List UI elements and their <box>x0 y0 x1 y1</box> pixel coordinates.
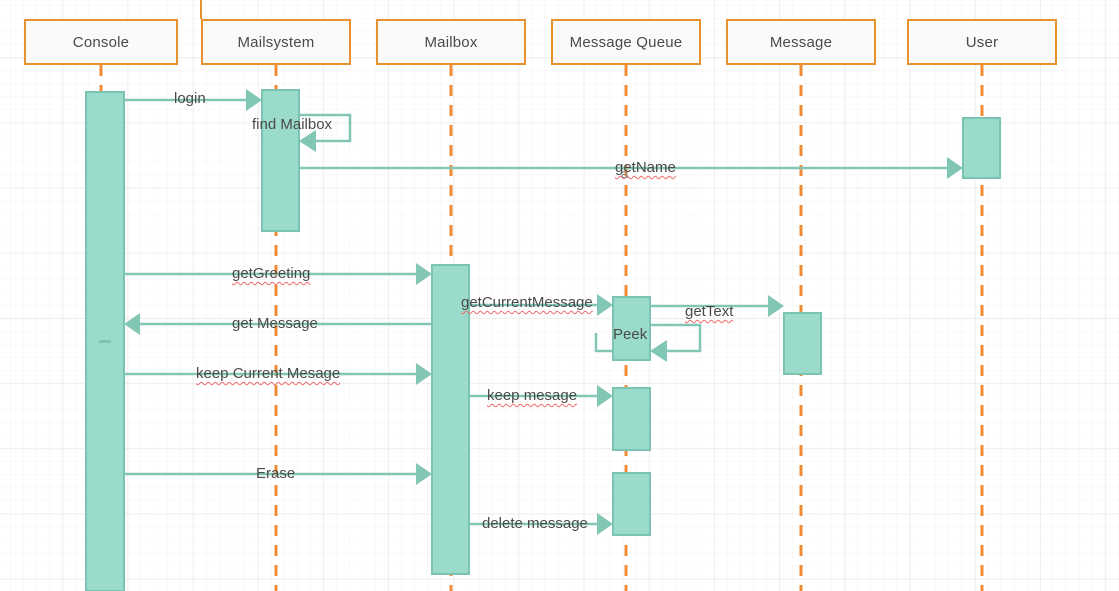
message-label-msg-keep-current-mesage[interactable]: keep Current Mesage <box>196 365 341 382</box>
lifeline-header-msgqueue[interactable]: Message Queue <box>551 19 701 65</box>
message-label-msg-erase[interactable]: Erase <box>256 465 296 482</box>
activation-bars <box>85 89 1001 591</box>
message-msg-login[interactable] <box>124 89 262 111</box>
message-msg-find-mailbox[interactable] <box>245 113 352 152</box>
message-msg-get-message[interactable] <box>124 313 432 335</box>
message-msg-getgreeting[interactable] <box>124 263 432 285</box>
message-arrows <box>124 89 963 535</box>
lifeline-header-user[interactable]: User <box>907 19 1057 65</box>
lifeline-header-mailbox[interactable]: Mailbox <box>376 19 526 65</box>
activation-bar-message[interactable] <box>783 312 822 375</box>
stray-character: a <box>621 166 629 181</box>
lifeline-header-label: Mailsystem <box>237 33 315 51</box>
message-msg-getname[interactable] <box>299 157 963 179</box>
activation-bar-msgqueue[interactable] <box>612 472 651 536</box>
message-label-msg-keep-mesage[interactable]: keep mesage <box>487 387 578 404</box>
message-msg-gettext[interactable] <box>650 295 784 317</box>
lifeline-header-label: Message <box>769 33 833 51</box>
message-label-msg-getcurrentmessage[interactable]: getCurrentMessage <box>461 294 593 311</box>
lifeline-header-mailsystem[interactable]: Mailsystem <box>201 19 351 65</box>
lifeline-header-label: Mailbox <box>424 33 478 51</box>
message-label-msg-gettext[interactable]: getText <box>685 303 734 320</box>
message-label-msg-getgreeting[interactable]: getGreeting <box>232 265 311 282</box>
lifeline-header-label: Console <box>72 33 130 51</box>
message-label-msg-get-message[interactable]: get Message <box>232 315 318 332</box>
message-msg-delete-message[interactable] <box>469 513 613 535</box>
message-label-msg-getname[interactable]: getName <box>615 159 676 176</box>
message-msg-keep-current-mesage[interactable] <box>124 363 432 385</box>
message-label-msg-find-mailbox[interactable]: find Mailbox <box>252 116 333 133</box>
lifeline-header-console[interactable]: Console <box>24 19 178 65</box>
lifeline-header-label: Message Queue <box>569 33 683 51</box>
activation-bar-mailbox[interactable] <box>431 264 470 575</box>
message-label-msg-login[interactable]: login <box>174 90 206 107</box>
activation-bar-user[interactable] <box>962 117 1001 179</box>
lifeline-header-label: User <box>965 33 999 51</box>
activation-bar-msgqueue[interactable] <box>612 296 651 361</box>
message-msg-keep-mesage[interactable] <box>469 385 613 407</box>
activation-bar-mailsystem[interactable] <box>261 89 300 232</box>
message-label-msg-delete-message[interactable]: delete message <box>482 515 588 532</box>
lifeline-header-message[interactable]: Message <box>726 19 876 65</box>
selection-handle[interactable] <box>99 340 111 343</box>
message-msg-erase[interactable] <box>124 463 432 485</box>
message-label-msg-peek[interactable]: Peek <box>613 326 648 343</box>
activation-bar-msgqueue[interactable] <box>612 387 651 451</box>
message-msg-getcurrentmessage[interactable] <box>469 294 613 316</box>
